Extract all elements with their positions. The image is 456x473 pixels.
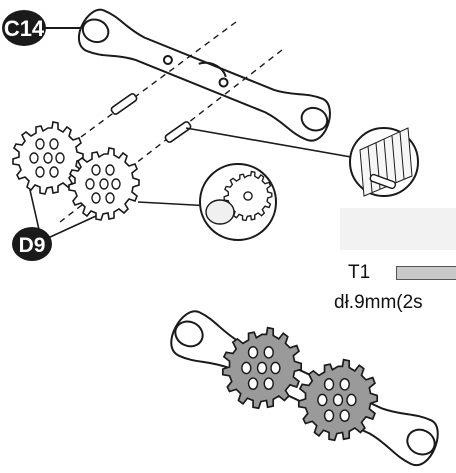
detail-gear-zoom [200,164,276,240]
t1-axle-lower [164,121,192,144]
assembled-gear-right [299,360,377,441]
c14-label: C14 [4,16,45,41]
t1-label: T1 [348,262,370,284]
note-panel [340,208,456,250]
t1-axle-upper [110,93,138,116]
d9-label: D9 [19,234,46,257]
d9-leader-2 [48,216,96,238]
t1-dimension-label: dł.9mm(2s [334,292,423,314]
t1-axle-swatch [396,266,456,280]
c14-plate [74,5,337,145]
axle-leader-line [186,128,368,160]
detail-axle-zoom [350,128,418,196]
